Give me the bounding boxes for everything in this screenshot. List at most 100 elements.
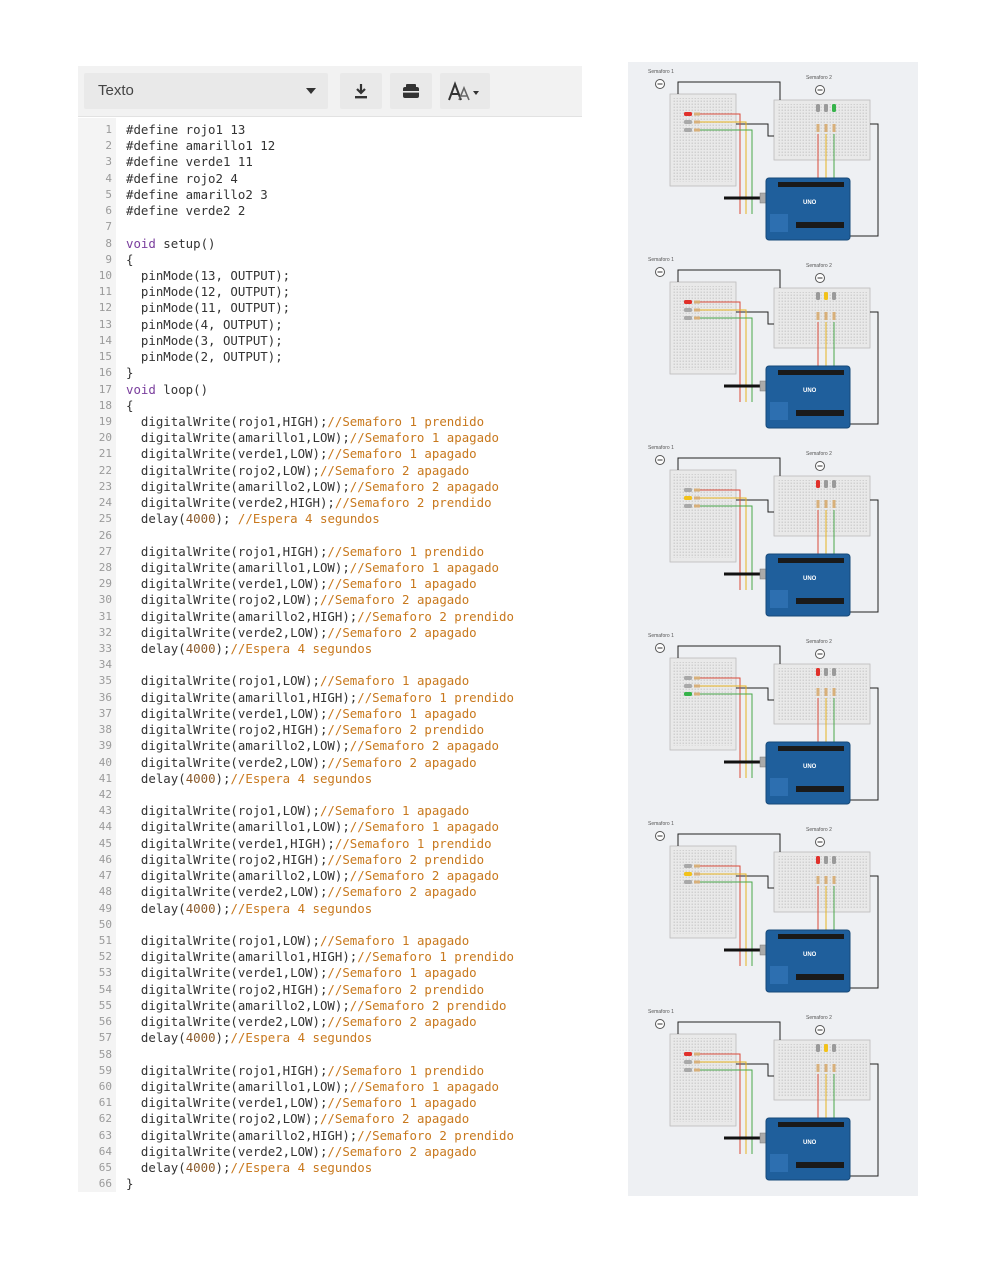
code-token: #define verde2 2	[126, 203, 246, 219]
line-number: 61	[98, 1096, 112, 1110]
resistor	[824, 876, 828, 884]
led-semaforo-1	[684, 308, 692, 312]
line-number: 8	[105, 236, 112, 250]
line-number: 10	[98, 268, 112, 282]
wire-black	[677, 81, 781, 100]
line-number: 33	[98, 642, 112, 656]
mode-dropdown[interactable]: Texto	[84, 73, 328, 109]
code-line: 12 pinMode(11, OUTPUT);	[78, 300, 582, 316]
led-semaforo-1	[684, 128, 692, 132]
code-token: 4000	[185, 1030, 216, 1046]
code-token: {	[126, 397, 134, 413]
code-token: digitalWrite(verde2,LOW);	[126, 1143, 328, 1159]
line-number: 22	[98, 463, 112, 477]
code-line: 48 digitalWrite(verde2,LOW);//Semaforo 2…	[78, 884, 582, 900]
line-number: 11	[98, 285, 112, 299]
line-source: pinMode(4, OUTPUT);	[126, 317, 283, 333]
led-semaforo-2	[824, 1044, 828, 1052]
wire-signal	[700, 881, 753, 966]
pin-header	[778, 746, 844, 751]
download-button[interactable]	[340, 73, 382, 109]
code-token: digitalWrite(verde1,LOW);	[126, 1095, 328, 1111]
line-number: 32	[98, 625, 112, 639]
breadboard-1-holes	[673, 474, 733, 558]
line-source: digitalWrite(rojo2,LOW);//Semaforo 2 apa…	[126, 592, 469, 608]
breadboard-2-holes	[777, 292, 867, 344]
line-number: 17	[98, 382, 112, 396]
line-source: digitalWrite(rojo2,LOW);//Semaforo 2 apa…	[126, 1111, 469, 1127]
led-semaforo-2	[832, 856, 836, 864]
line-number-gutter	[78, 118, 116, 1192]
line-number: 39	[98, 739, 112, 753]
code-token: {	[126, 251, 134, 267]
font-size-icon	[448, 81, 479, 101]
line-number: 59	[98, 1063, 112, 1077]
code-token: #define amarillo1 12	[126, 138, 276, 154]
code-comment: //Semaforo 1 prendido	[327, 543, 485, 559]
line-number: 52	[98, 950, 112, 964]
led-semaforo-1	[684, 112, 692, 116]
code-token: pinMode(11, OUTPUT);	[126, 300, 291, 316]
line-source: pinMode(12, OUTPUT);	[126, 284, 290, 300]
code-line: 25 delay(4000); //Espera 4 segundos	[78, 511, 582, 527]
resistor	[832, 1064, 836, 1072]
line-number: 49	[98, 901, 112, 915]
line-source: delay(4000);//Espera 4 segundos	[126, 641, 372, 657]
line-number: 40	[98, 755, 112, 769]
line-source: void loop()	[126, 382, 208, 398]
code-line: 63 digitalWrite(amarillo2,HIGH);//Semafo…	[78, 1128, 582, 1144]
code-comment: //Semaforo 2 prendido	[327, 722, 485, 738]
breadboard-2-holes	[777, 480, 867, 532]
pin-header	[778, 558, 844, 563]
resistor	[816, 1064, 820, 1072]
code-comment: //Semaforo 1 prendido	[334, 835, 492, 851]
line-source: delay(4000);//Espera 4 segundos	[126, 1030, 372, 1046]
line-source: digitalWrite(amarillo2,LOW);//Semaforo 2…	[126, 738, 499, 754]
wire-signal	[700, 685, 747, 778]
resistor	[694, 308, 700, 312]
code-line: 51 digitalWrite(rojo1,LOW);//Semaforo 1 …	[78, 933, 582, 949]
code-comment: //Semaforo 2 apagado	[327, 884, 477, 900]
library-icon	[403, 84, 419, 98]
line-source: #define rojo2 4	[126, 171, 238, 187]
code-comment: //Semaforo 1 apagado	[327, 965, 477, 981]
line-number: 57	[98, 1031, 112, 1045]
code-comment: //Semaforo 1 prendido	[327, 1062, 485, 1078]
resistor	[824, 1064, 828, 1072]
led-semaforo-2	[832, 1044, 836, 1052]
line-number: 29	[98, 577, 112, 591]
breadboard-1-holes	[673, 98, 733, 182]
line-number: 6	[105, 204, 112, 218]
font-size-button[interactable]	[440, 73, 490, 109]
resistor	[832, 124, 836, 132]
pin-header	[778, 370, 844, 375]
board-region	[770, 402, 788, 420]
code-line: 65 delay(4000);//Espera 4 segundos	[78, 1160, 582, 1176]
semaforo-2-label: Semaforo 2	[806, 451, 832, 457]
code-line: 28 digitalWrite(amarillo1,LOW);//Semafor…	[78, 560, 582, 576]
line-source: digitalWrite(verde1,LOW);//Semaforo 1 ap…	[126, 1095, 477, 1111]
code-token: delay(	[126, 1160, 186, 1176]
code-token: }	[126, 1176, 134, 1192]
line-number: 4	[105, 171, 112, 185]
code-line: 61 digitalWrite(verde1,LOW);//Semaforo 1…	[78, 1095, 582, 1111]
line-number: 5	[105, 187, 112, 201]
code-comment: //Espera 4 segundos	[230, 1030, 373, 1046]
line-number: 20	[98, 431, 112, 445]
board-region	[770, 778, 788, 796]
code-token: }	[126, 365, 134, 381]
breadboard-1-holes	[673, 1038, 733, 1122]
pin-header	[778, 934, 844, 939]
arduino-logo: UNO	[803, 1140, 817, 1146]
resistor	[694, 112, 700, 116]
line-number: 60	[98, 1079, 112, 1093]
library-button[interactable]	[390, 73, 432, 109]
semaforo-1-label: Semaforo 1	[648, 69, 674, 75]
line-number: 65	[98, 1161, 112, 1175]
code-token: digitalWrite(amarillo1,HIGH);	[126, 689, 358, 705]
line-source: digitalWrite(amarillo1,LOW);//Semaforo 1…	[126, 430, 499, 446]
code-token: digitalWrite(rojo2,LOW);	[126, 462, 320, 478]
